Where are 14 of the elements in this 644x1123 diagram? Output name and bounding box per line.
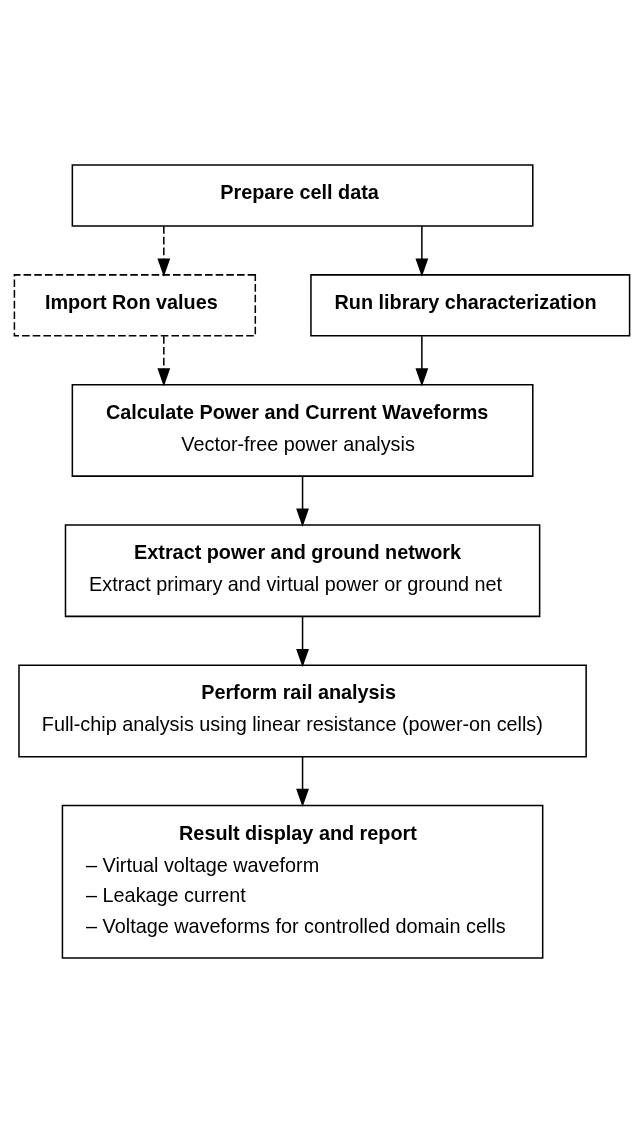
node-box: Result display and report – Virtual voltage waveform – Leakage current – Voltage waveforms for controlled domain cells <box>61 804 544 959</box>
arrow <box>157 335 171 387</box>
arrow <box>415 335 429 387</box>
arrow <box>157 225 171 277</box>
node-box: Calculate Power and Current Waveforms Vector-free power analysis <box>71 383 534 477</box>
node-box: Perform rail analysis Full-chip analysis using linear resistance (power-on cells) <box>18 664 587 758</box>
arrow <box>415 225 429 277</box>
arrow <box>296 475 309 527</box>
node-box: Extract power and ground network Extract primary and virtual power or ground net <box>64 524 541 618</box>
arrow <box>296 755 309 808</box>
arrow <box>296 615 309 668</box>
node-box: Run library characterization <box>310 274 631 337</box>
node-box: Import Ron values <box>13 274 257 337</box>
node-box: Prepare cell data <box>71 164 534 227</box>
